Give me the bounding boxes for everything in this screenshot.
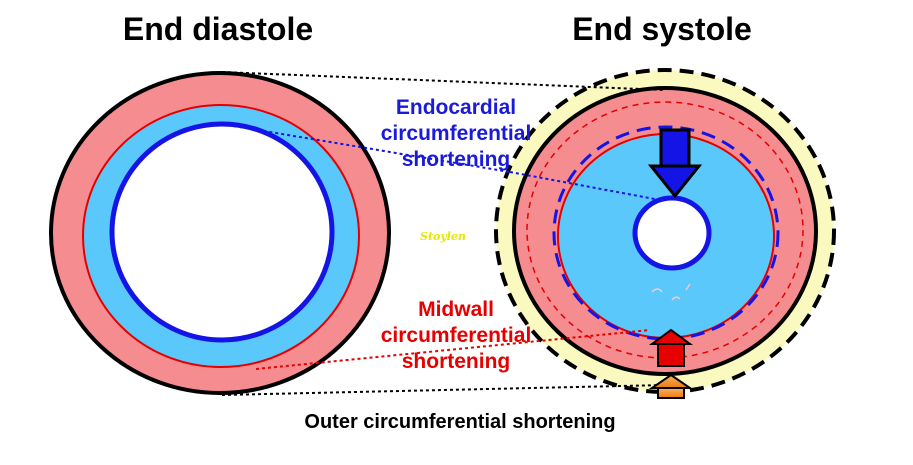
midwall-label-line-2: circumferential <box>381 324 532 347</box>
outer-bottom-connector <box>221 384 666 396</box>
midwall-arrow <box>648 328 694 367</box>
endocardial-label-line-1: Endocardial <box>396 96 516 119</box>
diastole-endocardium <box>109 121 335 343</box>
watermark: Stoylen <box>420 230 466 243</box>
end-diastole-ring <box>49 71 391 395</box>
endocardial-connector-2 <box>509 171 661 201</box>
midwall-label: Midwall circumferential shortening <box>381 298 532 373</box>
title-end-systole: End systole <box>572 11 752 47</box>
end-systole-ring <box>494 68 836 394</box>
endocardial-label-line-3: shortening <box>402 148 511 171</box>
midwall-label-line-1: Midwall <box>418 298 494 321</box>
endocardial-connector <box>221 123 511 173</box>
endocardial-arrow <box>647 128 703 199</box>
systole-dashed-midwall-ref <box>526 101 804 359</box>
title-end-diastole: End diastole <box>123 11 313 47</box>
midwall-label-line-3: shortening <box>402 350 511 373</box>
endocardial-label-line-2: circumferential <box>381 122 532 145</box>
outer-arrow <box>648 373 694 399</box>
connector-lines <box>221 71 666 396</box>
systole-dashed-endocardium-ref <box>552 125 780 341</box>
endocardial-label: Endocardial circumferential shortening <box>381 96 532 171</box>
systole-endocardium <box>632 195 712 271</box>
outer-top-connector <box>221 71 666 91</box>
outer-shortening-label: Outer circumferential shortening <box>304 411 615 433</box>
systole-texture <box>651 283 691 301</box>
